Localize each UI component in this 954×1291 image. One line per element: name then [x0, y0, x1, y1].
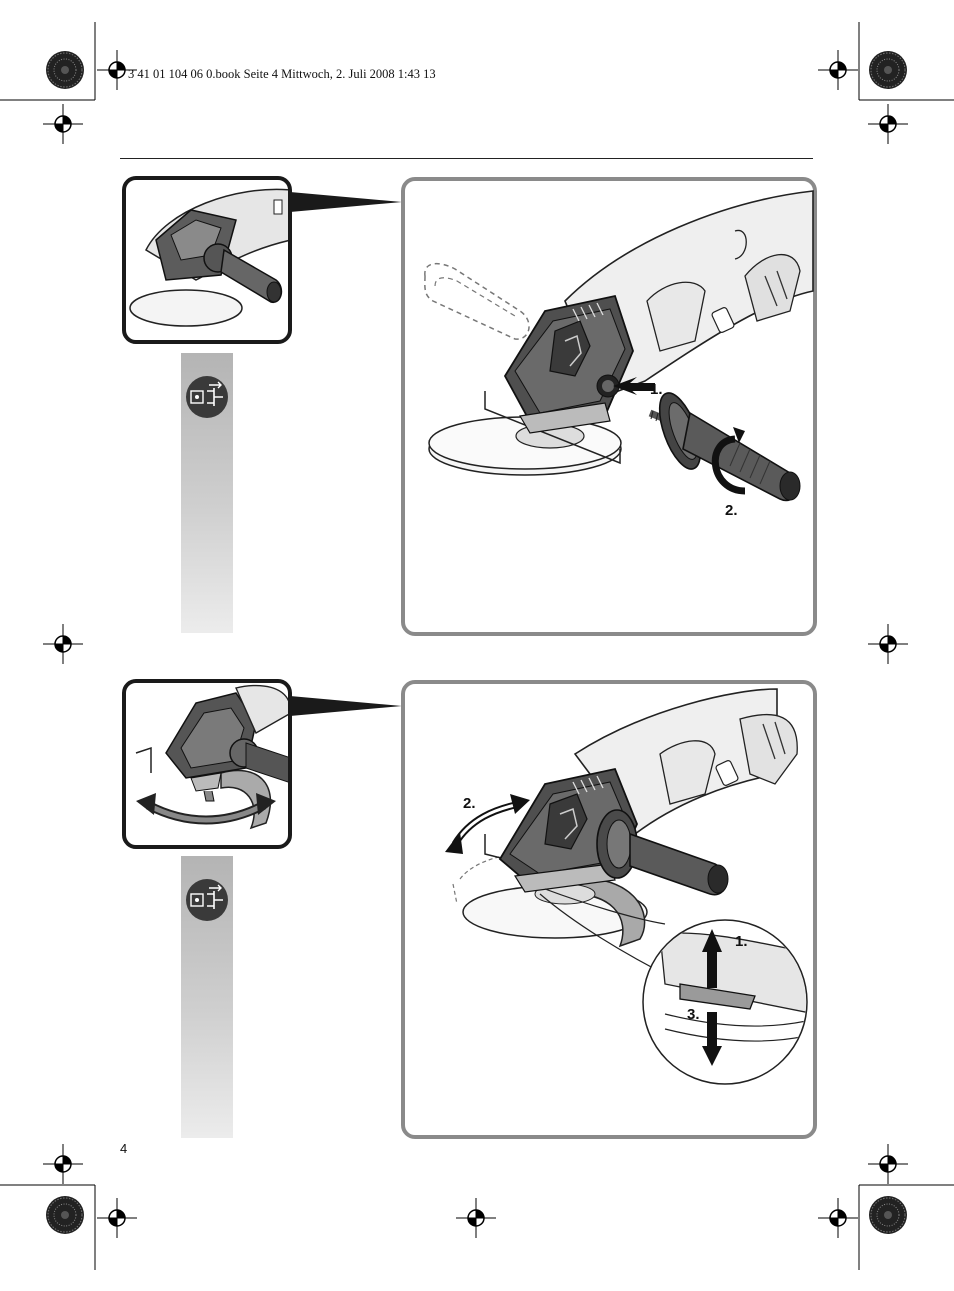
guard-rotate-thumbnail-illustration: [135, 684, 288, 830]
figure-2-panel: 2. 1. 3.: [401, 680, 817, 1139]
step-label: 1.: [735, 933, 748, 950]
step-label: 1.: [650, 381, 663, 398]
header-rule: [120, 158, 813, 159]
page-number: 4: [120, 1141, 128, 1156]
figure-2-strip: [181, 856, 233, 1138]
color-target-icon: [868, 50, 908, 90]
figure-2-thumbnail: [122, 679, 292, 849]
grinder-handle-mount-illustration: [424, 190, 814, 502]
figure-1-panel: 1. 2.: [401, 177, 817, 636]
guard-adjust-illustration: [445, 688, 808, 1085]
step-label: 2.: [463, 795, 476, 812]
print-header: 3 41 01 104 06 0.book Seite 4 Mittwoch, …: [128, 67, 436, 81]
figure-1-pointer: [290, 192, 402, 212]
step-label: 3.: [687, 1006, 700, 1023]
color-target-icon: [868, 1195, 908, 1235]
step-label: 2.: [725, 502, 738, 519]
color-target-icon: [45, 50, 85, 90]
unplug-before-service-icon: [186, 376, 228, 418]
unplug-before-service-icon: [186, 879, 228, 921]
figure-2-pointer: [290, 696, 402, 716]
figure-1-thumbnail: [122, 176, 292, 344]
figure-1-strip: [181, 353, 233, 633]
grinder-handle-thumbnail-illustration: [129, 188, 288, 327]
color-target-icon: [45, 1195, 85, 1235]
